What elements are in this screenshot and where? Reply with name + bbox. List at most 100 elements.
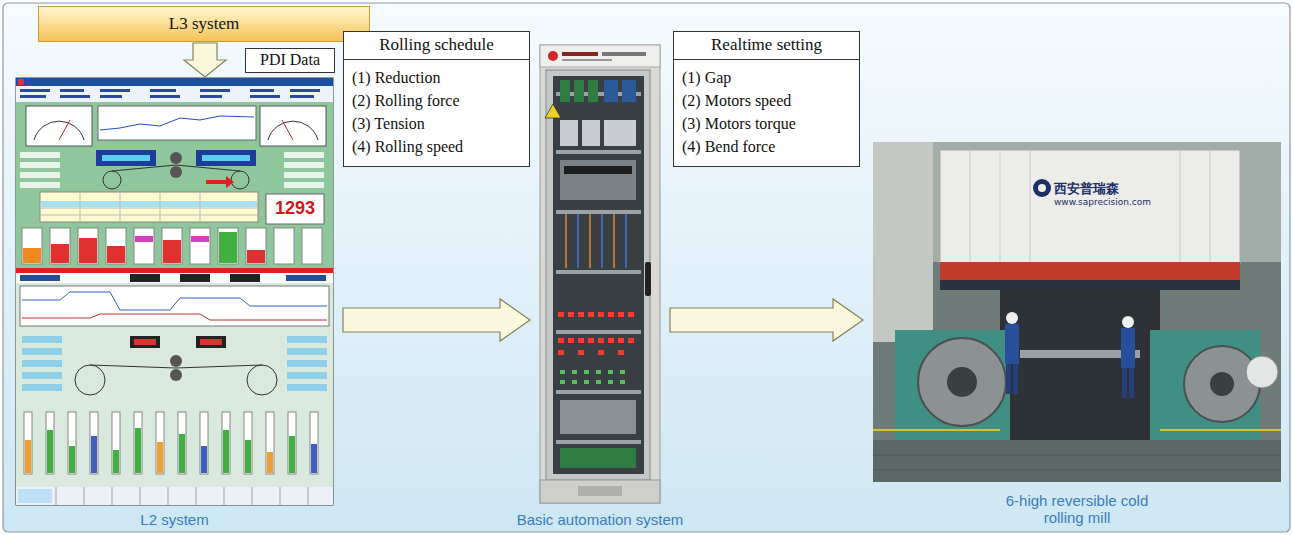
control-cabinet	[628, 312, 634, 317]
caption: L2 system	[65, 511, 285, 528]
l2-screenshot	[223, 430, 229, 473]
l2-screenshot	[150, 89, 176, 92]
control-cabinet	[613, 214, 615, 268]
l2-screenshot	[20, 172, 60, 178]
l2-screenshot	[84, 487, 85, 505]
control-cabinet	[556, 270, 641, 274]
l2-screenshot	[160, 192, 161, 222]
control-cabinet	[578, 338, 584, 343]
control-cabinet	[556, 440, 641, 444]
l2-screenshot	[288, 412, 296, 474]
l2-screenshot	[287, 384, 327, 391]
rolling-mill-photo	[873, 142, 933, 342]
l2-screenshot	[266, 412, 274, 474]
control-cabinet	[545, 104, 561, 118]
l2-screenshot	[20, 162, 60, 168]
l2-screenshot	[16, 273, 333, 505]
control-cabinet	[604, 80, 618, 102]
list-header: Rolling schedule	[343, 31, 530, 60]
rolling-mill-photo	[1038, 184, 1046, 192]
control-cabinet	[588, 80, 598, 102]
block-arrow	[670, 299, 863, 341]
l2-screenshot	[120, 192, 121, 222]
l2-screenshot	[20, 152, 60, 188]
l2-screenshot	[18, 489, 52, 503]
l2-screenshot	[22, 336, 62, 391]
rolling-mill-photo	[1000, 150, 1001, 264]
l2-screenshot	[134, 228, 154, 264]
l2-screenshot	[47, 430, 53, 473]
list-box: Rolling schedule(1) Reduction(2) Rolling…	[343, 31, 530, 167]
control-cabinet	[608, 380, 613, 384]
block-arrow	[184, 43, 226, 77]
l2-screenshot	[219, 232, 237, 263]
control-cabinet	[608, 312, 614, 317]
l2-screenshot	[107, 246, 125, 263]
rolling-mill-photo	[1184, 346, 1260, 422]
control-cabinet	[596, 380, 601, 384]
control-cabinet	[565, 214, 567, 268]
control-cabinet	[560, 160, 636, 200]
l2-screenshot	[284, 182, 324, 188]
l2-screenshot	[68, 412, 76, 474]
l2-screenshot	[20, 152, 60, 158]
l2-screenshot	[16, 78, 333, 505]
rolling-mill-photo	[970, 150, 1210, 264]
control-cabinet	[578, 486, 622, 496]
l2-screenshot	[191, 236, 209, 242]
rolling-mill-photo	[1013, 364, 1018, 394]
l2-screenshot	[40, 192, 258, 222]
rolling-mill-photo	[1122, 316, 1134, 328]
l2-screenshot	[16, 273, 333, 283]
l2-screenshot	[290, 95, 314, 98]
control-cabinet	[558, 312, 634, 355]
l2-screenshot	[196, 336, 226, 348]
rolling-mill-photo	[1160, 429, 1281, 431]
l2-screenshot	[46, 412, 54, 474]
control-cabinet	[584, 380, 589, 384]
control-cabinet	[578, 350, 584, 355]
l2-screenshot	[176, 165, 240, 171]
control-cabinet	[577, 214, 579, 268]
l2-screenshot	[16, 78, 333, 86]
l2-screenshot	[130, 336, 160, 348]
l2-screenshot	[22, 348, 62, 355]
control-cabinet	[574, 80, 584, 102]
l2-screenshot	[20, 89, 50, 92]
l2-screenshot	[41, 201, 257, 207]
rolling-mill-photo	[1006, 312, 1018, 324]
l2-screenshot	[302, 228, 322, 264]
l2-screenshot	[170, 152, 182, 164]
control-cabinet	[556, 330, 641, 334]
control-cabinet	[625, 214, 627, 268]
l2-screenshot	[222, 412, 230, 474]
l2-screenshot	[20, 182, 60, 188]
l2-screenshot	[20, 89, 320, 98]
l2-screenshot	[90, 412, 98, 474]
list-item: (4) Rolling speed	[352, 135, 521, 158]
rolling-mill-photo	[895, 330, 1010, 440]
l2-screenshot	[224, 487, 225, 505]
l2-screenshot	[112, 165, 176, 171]
l2-screenshot	[179, 434, 185, 473]
l2-screenshot	[22, 228, 42, 264]
rolling-mill-photo	[940, 262, 1240, 280]
list-header: Realtime setting	[673, 31, 860, 60]
l2-screenshot	[284, 152, 324, 188]
l2-screenshot	[34, 121, 84, 140]
rolling-mill-photo	[873, 470, 1281, 471]
rolling-mill-photo	[1150, 330, 1260, 440]
l2-screenshot	[16, 268, 333, 273]
rolling-mill-photo	[970, 150, 971, 264]
list-item: (4) Bend force	[682, 135, 851, 158]
l2-screenshot	[20, 95, 46, 98]
control-cabinet	[572, 380, 577, 384]
l2-screenshot	[202, 155, 250, 161]
control-cabinet	[566, 214, 614, 268]
l2-screenshot	[266, 194, 324, 224]
l2-screenshot	[196, 487, 197, 505]
l2-screenshot	[218, 228, 238, 264]
l2-screenshot	[80, 192, 81, 222]
